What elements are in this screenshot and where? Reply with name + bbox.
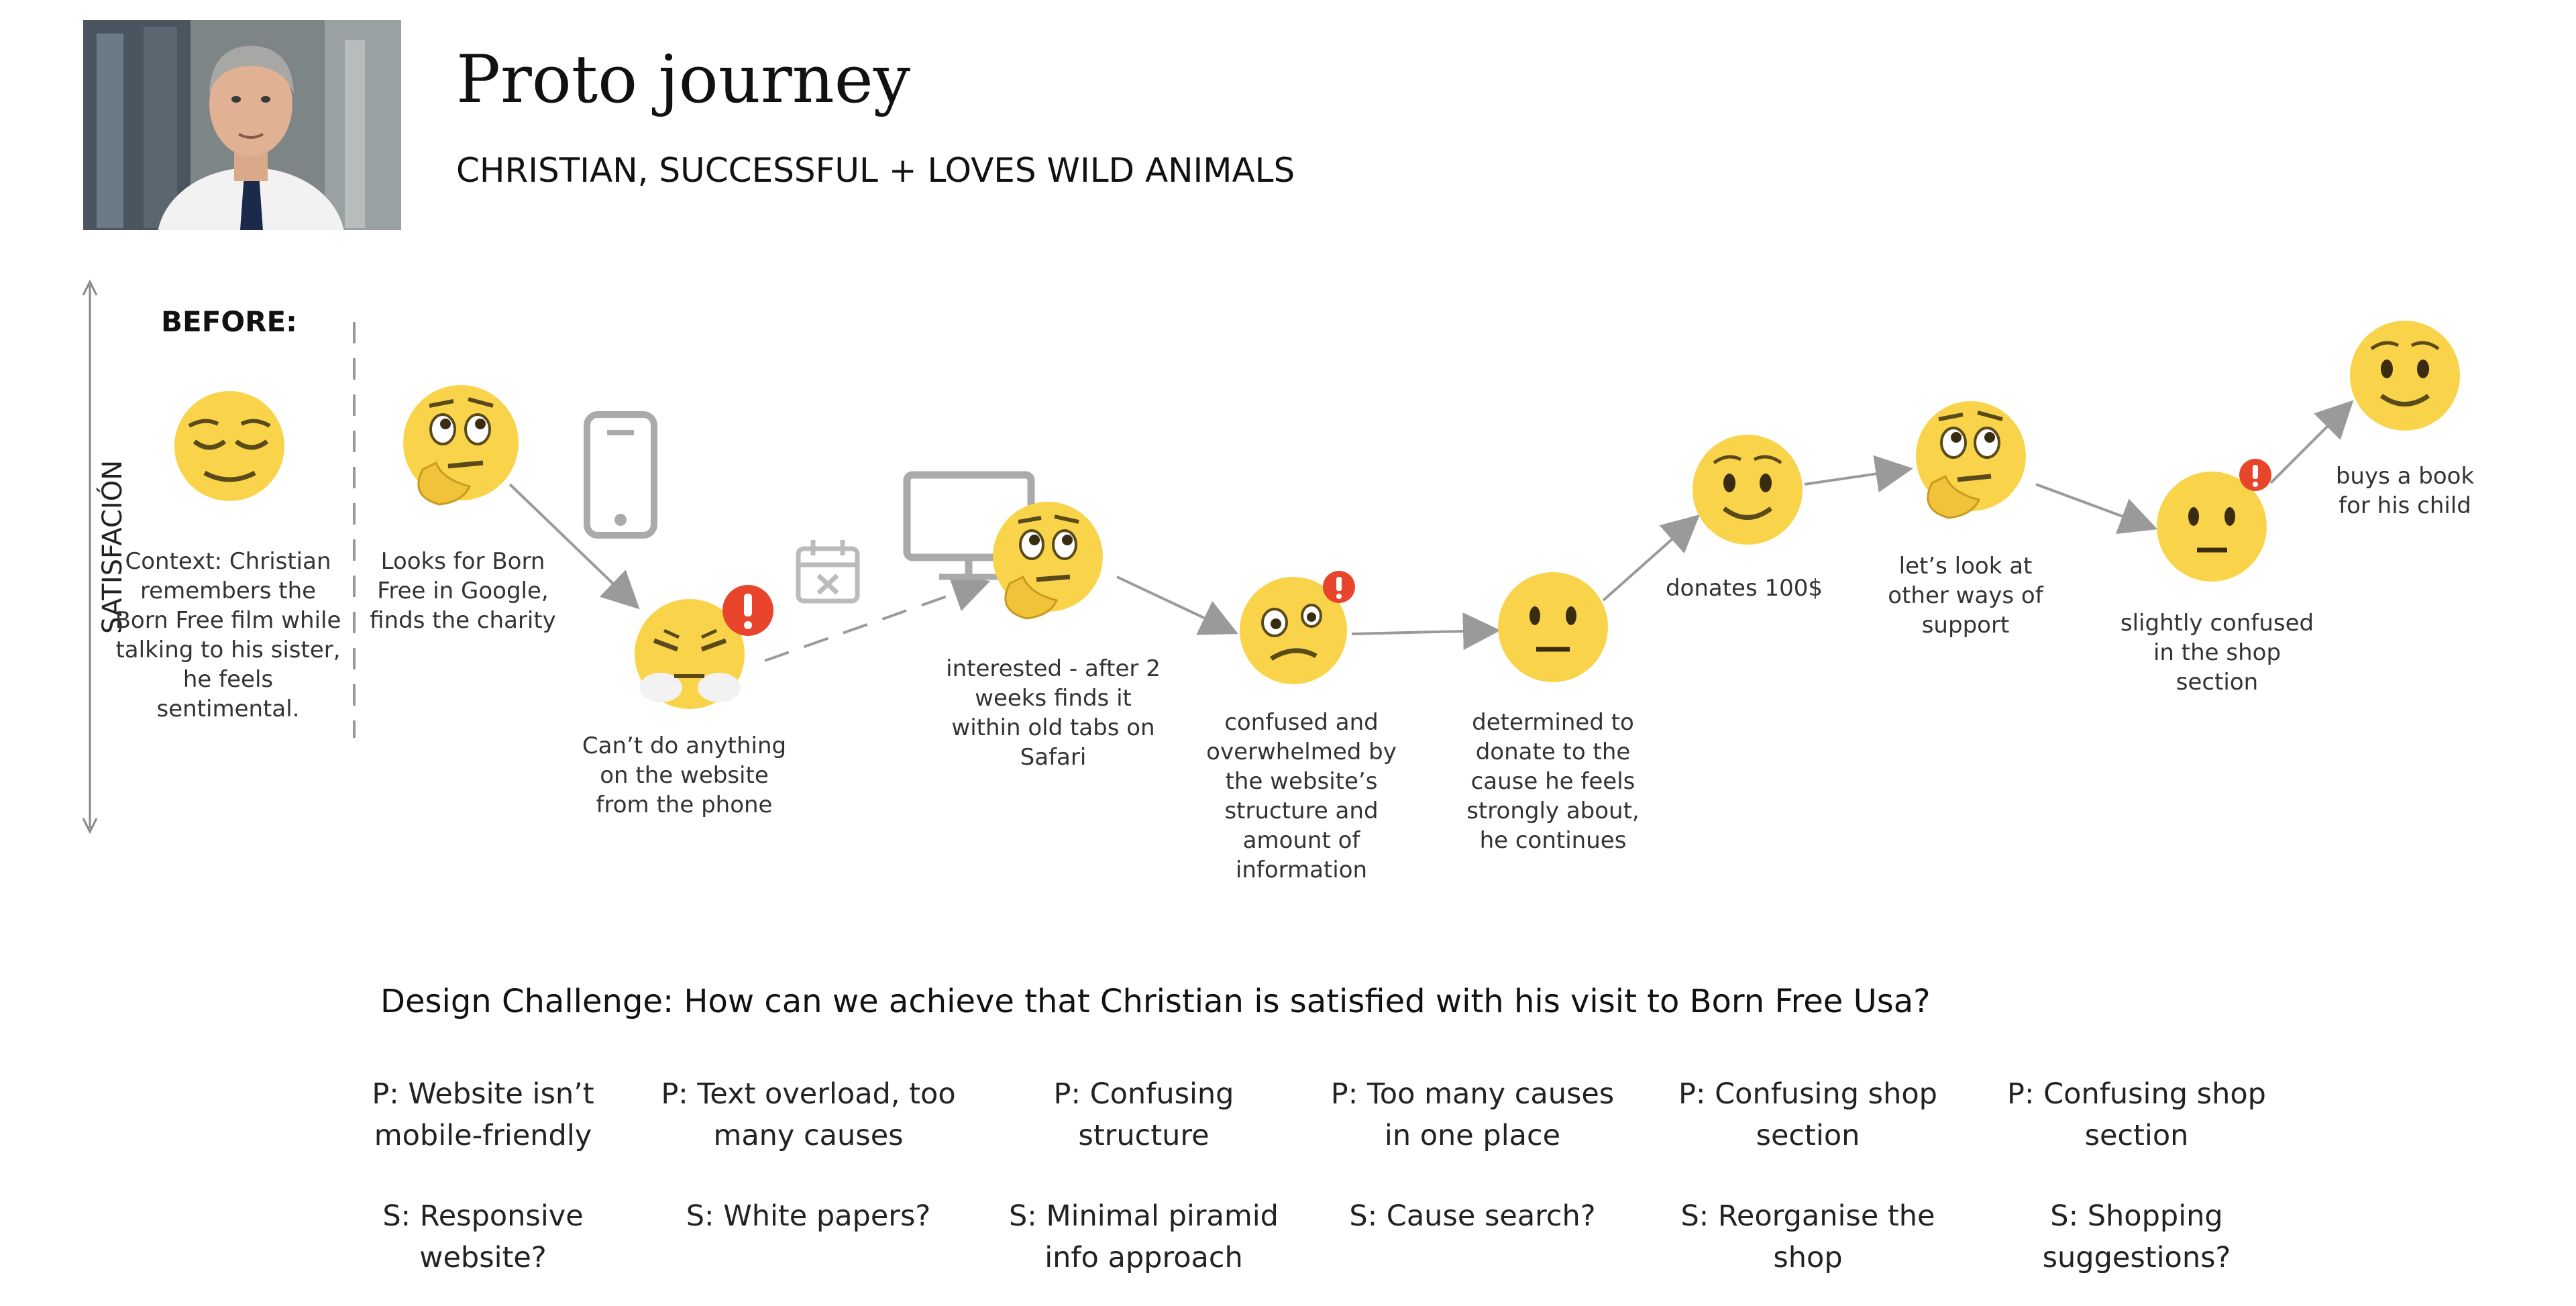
thinking-face-icon: [403, 385, 519, 506]
step-caption: interested - after 2 weeks finds it with…: [946, 655, 1161, 771]
problem-text: P: Text overload, too many causes: [661, 1077, 956, 1152]
before-label: BEFORE:: [161, 305, 297, 338]
smiling-face-icon: [2350, 321, 2460, 431]
persona-subtitle: CHRISTIAN, SUCCESSFUL + LOVES WILD ANIMA…: [456, 151, 1295, 190]
thinking-face-icon: [993, 502, 1103, 620]
satisfaction-axis: [82, 279, 98, 834]
exclamation-badge-icon: [2239, 459, 2271, 491]
journey-connectors: [508, 400, 2354, 662]
step-caption: donates 100$: [1665, 575, 1823, 602]
step-caption: Can’t do anything on the website from th…: [582, 732, 787, 818]
solution-text: S: Minimal piramid info approach: [1009, 1199, 1279, 1274]
thinking-face-icon: [1916, 401, 2026, 519]
problem-text: P: Confusing shop section: [1678, 1077, 1937, 1152]
relieved-face-icon: [174, 391, 284, 501]
step-caption: buys a book for his child: [2335, 463, 2475, 519]
step-caption: let’s look at other ways of support: [1888, 553, 2043, 639]
neutral-face-icon: [1498, 572, 1608, 682]
solution-text: S: Shopping suggestions?: [2042, 1199, 2231, 1274]
context-caption: Context: Christian remembers the Born Fr…: [115, 548, 341, 722]
exclamation-badge-icon: [722, 585, 773, 636]
page-title: Proto journey: [456, 42, 911, 118]
problem-text: P: Too many causes in one place: [1330, 1077, 1615, 1152]
solution-text: S: Cause search?: [1349, 1199, 1596, 1233]
solution-text: S: White papers?: [686, 1199, 931, 1233]
calendar-cancel-icon: [796, 540, 860, 604]
problem-text: P: Confusing structure: [1053, 1077, 1234, 1152]
exclamation-badge-icon: [1323, 571, 1355, 603]
step-caption: Looks for Born Free in Google, finds the…: [370, 548, 556, 634]
smartphone-icon: [584, 411, 657, 539]
solution-text: S: Responsive website?: [382, 1199, 584, 1274]
design-challenge: Design Challenge: How can we achieve tha…: [380, 983, 1931, 1020]
frustrated-face-icon: [635, 599, 745, 709]
confused-face-icon: [1240, 577, 1347, 684]
problem-text: P: Website isn’t mobile-friendly: [372, 1077, 594, 1152]
persona-photo: [83, 20, 401, 230]
step-caption: slightly confused in the shop section: [2120, 610, 2314, 696]
solution-text: S: Reorganise the shop: [1680, 1199, 1935, 1274]
problem-text: P: Confusing shop section: [2007, 1077, 2266, 1152]
step-caption: confused and overwhelmed by the website’…: [1206, 709, 1397, 883]
step-caption: determined to donate to the cause he fee…: [1466, 709, 1640, 854]
smiling-face-icon: [1693, 435, 1803, 545]
neutral-face-icon: [2157, 472, 2267, 582]
